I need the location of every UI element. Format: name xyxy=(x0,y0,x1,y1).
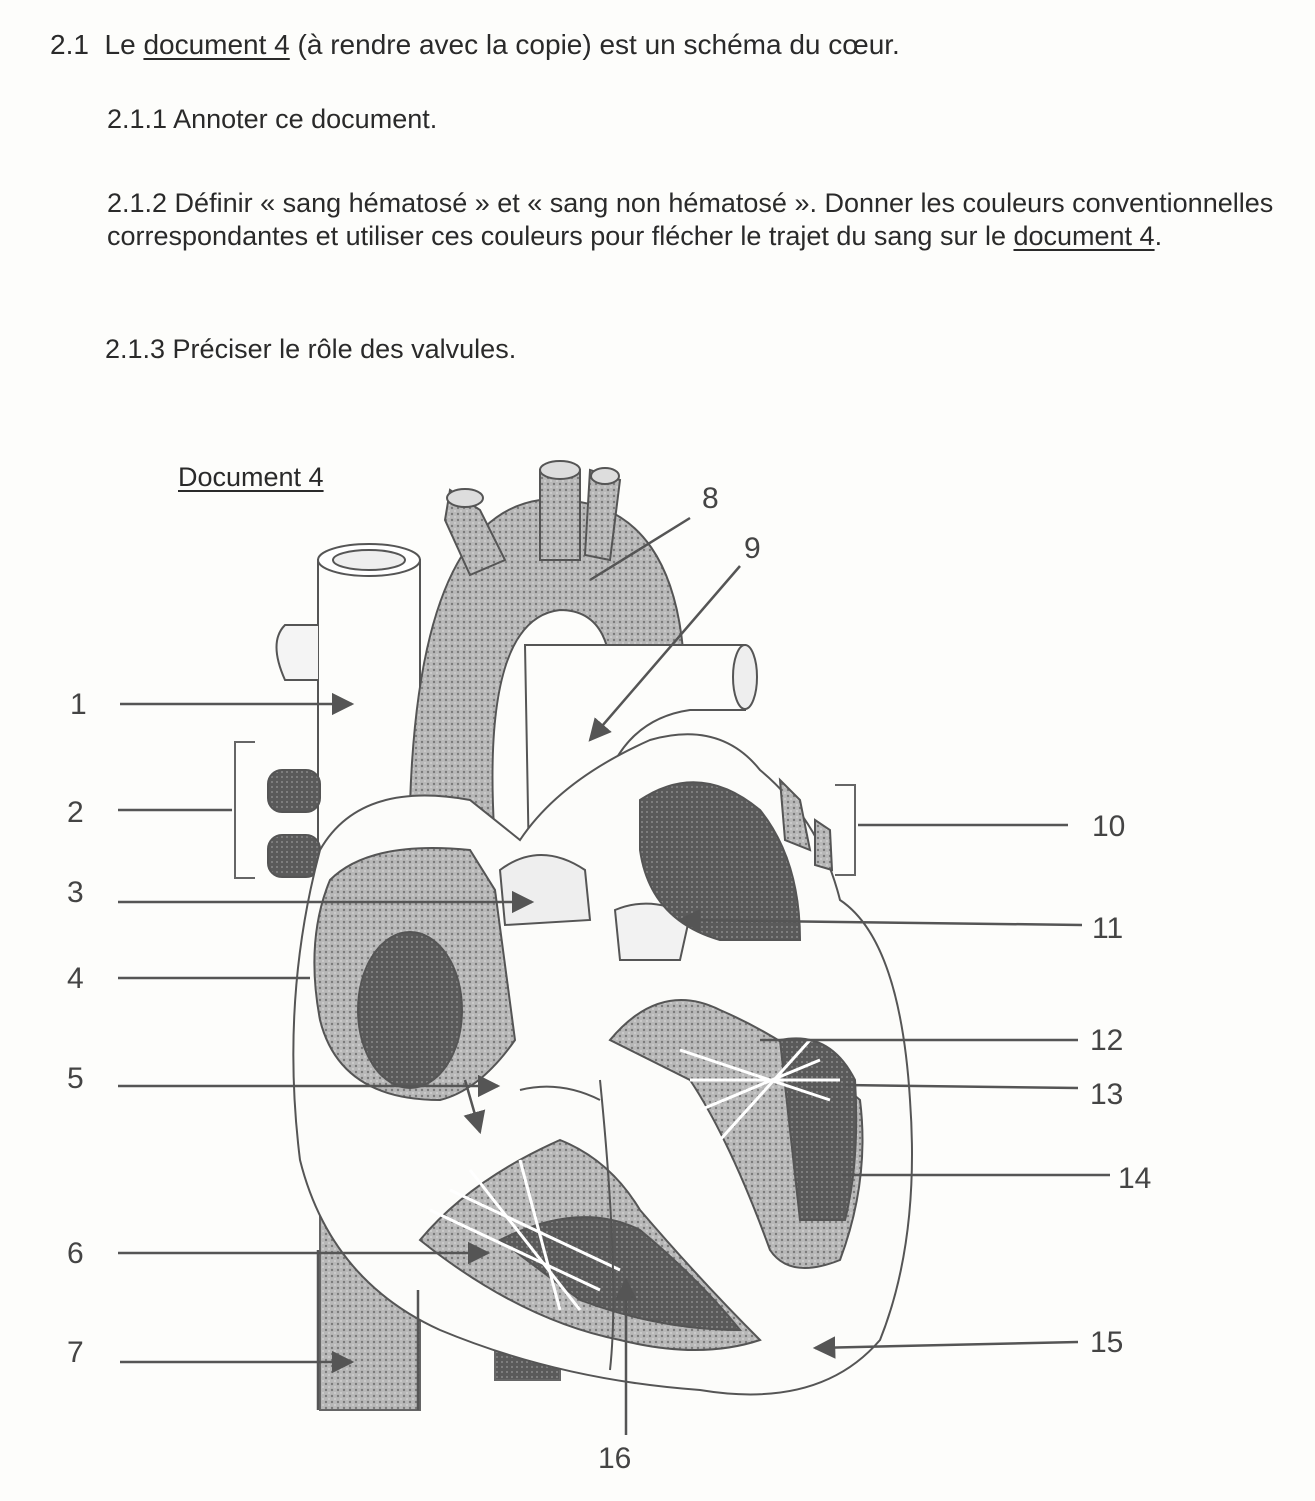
label-16: 16 xyxy=(598,1442,631,1475)
label-3: 3 xyxy=(67,876,84,909)
question-2-1-1: 2.1.1 Annoter ce document. xyxy=(107,104,438,134)
label-5: 5 xyxy=(67,1062,84,1095)
question-2-1: 2.1 Le document 4 (à rendre avec la copi… xyxy=(50,28,900,61)
question-2-1-3: 2.1.3 Préciser le rôle des valvules. xyxy=(105,334,517,364)
label-1: 1 xyxy=(70,688,87,721)
label-13: 13 xyxy=(1090,1078,1123,1111)
label-11: 11 xyxy=(1092,912,1123,945)
document-reference-link: document 4 xyxy=(1013,221,1155,251)
heart-diagram: 1 2 3 4 5 6 7 8 9 10 11 12 13 14 15 16 xyxy=(67,460,1151,1475)
label-7: 7 xyxy=(67,1336,84,1369)
heart-drawing xyxy=(234,460,913,1411)
label-6: 6 xyxy=(67,1237,84,1270)
leader-lines xyxy=(118,516,1110,1435)
question-2-1-2: 2.1.2 Définir « sang hématosé » et « san… xyxy=(107,187,1292,253)
label-2: 2 xyxy=(67,796,84,829)
diagram-labels: 1 2 3 4 5 6 7 8 9 10 11 12 13 14 15 16 xyxy=(67,482,1151,1475)
label-15: 15 xyxy=(1090,1326,1123,1359)
question-text: 2.1.2 Définir « sang hématosé » et « san… xyxy=(107,188,1274,251)
document-reference-link: document 4 xyxy=(143,29,290,60)
question-text-end: (à rendre avec la copie) est un schéma d… xyxy=(289,29,900,60)
label-14: 14 xyxy=(1118,1162,1151,1195)
label-9: 9 xyxy=(744,532,761,565)
document-title: Document 4 xyxy=(178,462,324,492)
question-text: Le xyxy=(104,29,144,60)
question-number: 2.1 xyxy=(50,29,89,60)
label-4: 4 xyxy=(67,962,84,995)
label-10: 10 xyxy=(1092,810,1125,843)
label-8: 8 xyxy=(702,482,719,515)
label-12: 12 xyxy=(1090,1024,1123,1057)
question-text-end: . xyxy=(1154,221,1163,251)
